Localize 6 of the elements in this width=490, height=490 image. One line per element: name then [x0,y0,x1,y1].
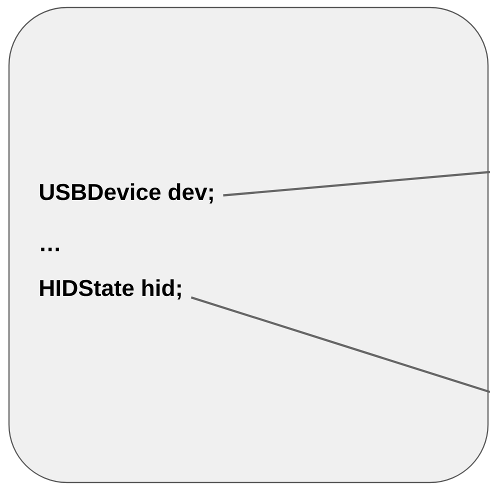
connector-line [190,296,490,394]
code-line: … [41,248,59,252]
code-line: USBDevice dev; [40,183,213,204]
connector-line [223,170,490,196]
code-panel [8,6,489,484]
code-line: HIDState hid; [40,279,181,300]
